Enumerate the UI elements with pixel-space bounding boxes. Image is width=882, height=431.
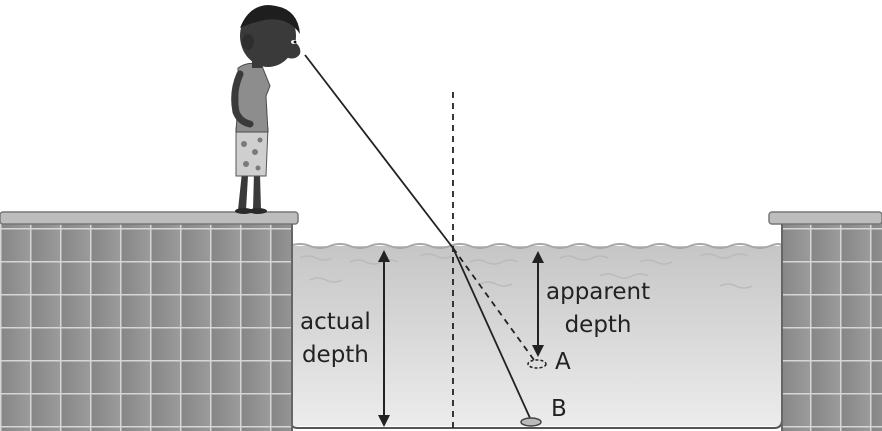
pool-water — [289, 243, 783, 429]
right-pool-wall — [768, 211, 882, 431]
left-wall-ledge — [0, 211, 299, 225]
actual-depth-arrow — [378, 250, 390, 427]
ray-refracted — [452, 247, 531, 419]
left-pool-wall — [0, 211, 299, 431]
ray-apparent-extension — [452, 247, 535, 361]
actual-depth-label-line1: actual — [300, 309, 371, 335]
apparent-depth-label-line2: depth — [564, 312, 632, 339]
ray-above-water — [304, 54, 454, 249]
coin-b — [520, 417, 542, 427]
apparent-depth-label: apparent depth — [546, 276, 650, 343]
boy-figure — [231, 5, 301, 214]
point-a-label: A — [555, 349, 571, 375]
actual-depth-label: actual depth — [300, 306, 371, 373]
apparent-coin-a — [527, 359, 547, 369]
right-wall-ledge — [768, 211, 882, 225]
actual-depth-label-line2: depth — [301, 342, 369, 369]
point-b-label: B — [551, 396, 567, 422]
apparent-depth-arrow — [532, 251, 544, 357]
apparent-depth-label-line1: apparent — [546, 279, 651, 305]
